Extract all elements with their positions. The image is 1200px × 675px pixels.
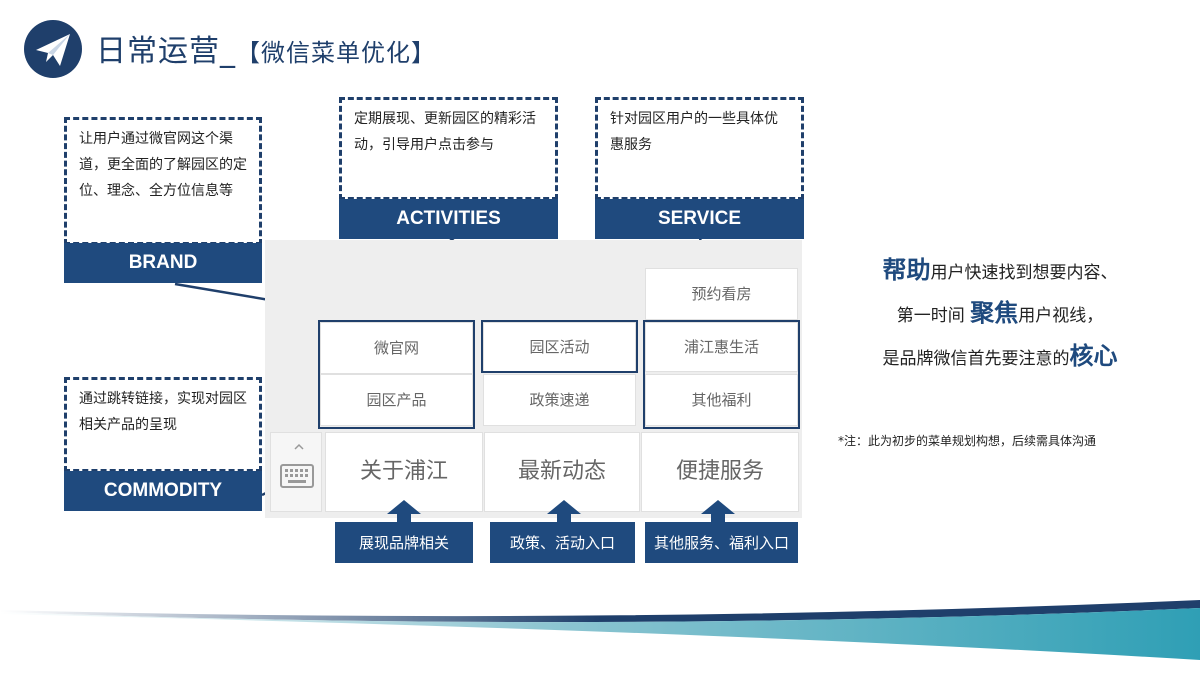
summary-line-3: 是品牌微信首先要注意的核心 bbox=[830, 336, 1170, 379]
submenu-group-activities bbox=[481, 320, 638, 373]
brand-callout-text: 让用户通过微官网这个渠道，更全面的了解园区的定位、理念、全方位信息等 bbox=[79, 131, 247, 199]
summary-line-2-rest: 用户视线， bbox=[1018, 306, 1104, 326]
submenu-item-other-benefits[interactable]: 其他福利 bbox=[645, 374, 798, 426]
activities-callout-text: 定期展现、更新园区的精彩活动，引导用户点击参与 bbox=[354, 111, 536, 153]
tab-description-services: 其他服务、福利入口 bbox=[645, 522, 798, 563]
commodity-callout-text: 通过跳转链接，实现对园区相关产品的呈现 bbox=[79, 391, 247, 433]
page-title: 日常运营_【微信菜单优化】 bbox=[96, 26, 436, 70]
submenu-item-book-viewing[interactable]: 预约看房 bbox=[645, 268, 798, 320]
summary-em-core: 核心 bbox=[1069, 342, 1118, 370]
brand-label: BRAND bbox=[64, 243, 262, 283]
service-callout-text: 针对园区用户的一些具体优惠服务 bbox=[610, 111, 778, 153]
commodity-callout-box: 通过跳转链接，实现对园区相关产品的呈现 bbox=[64, 377, 262, 472]
submenu-item-policy-express[interactable]: 政策速递 bbox=[483, 374, 636, 426]
summary-em-focus: 聚焦 bbox=[970, 299, 1019, 327]
activities-label: ACTIVITIES bbox=[339, 199, 558, 239]
tab-convenient-services[interactable]: 便捷服务 bbox=[641, 432, 799, 512]
summary-line-1-rest: 用户快速找到想要内容、 bbox=[930, 263, 1118, 283]
up-arrow-icon bbox=[547, 500, 581, 524]
commodity-label: COMMODITY bbox=[64, 471, 262, 511]
submenu-item-pujiang-life[interactable]: 浦江惠生活 bbox=[645, 322, 798, 372]
decorative-swoosh bbox=[0, 600, 1200, 660]
footnote: *注：此为初步的菜单规划构想，后续需具体沟通 bbox=[838, 434, 1097, 448]
submenu-item-park-products[interactable]: 园区产品 bbox=[320, 374, 473, 426]
service-label: SERVICE bbox=[595, 199, 804, 239]
paper-plane-logo-icon bbox=[24, 20, 82, 78]
up-arrow-icon bbox=[387, 500, 421, 524]
tab-about-pujiang[interactable]: 关于浦江 bbox=[325, 432, 483, 512]
summary-line-2: 第一时间 聚焦用户视线， bbox=[830, 293, 1170, 336]
submenu-group-service bbox=[643, 320, 800, 429]
summary-line-3-pre: 是品牌微信首先要注意的 bbox=[882, 349, 1070, 369]
summary-em-help: 帮助 bbox=[882, 256, 931, 284]
tab-description-activities: 政策、活动入口 bbox=[490, 522, 635, 563]
summary-line-2-pre: 第一时间 bbox=[896, 306, 971, 326]
service-callout-box: 针对园区用户的一些具体优惠服务 bbox=[595, 97, 804, 200]
title-main: 日常运营_ bbox=[96, 34, 236, 69]
up-arrow-icon bbox=[701, 500, 735, 524]
submenu-group-about bbox=[318, 320, 475, 429]
tab-latest-news[interactable]: 最新动态 bbox=[484, 432, 640, 512]
keyboard-toggle[interactable] bbox=[270, 432, 322, 512]
title-sub: 【微信菜单优化】 bbox=[236, 39, 436, 67]
activities-callout-box: 定期展现、更新园区的精彩活动，引导用户点击参与 bbox=[339, 97, 558, 200]
submenu-item-micro-site[interactable]: 微官网 bbox=[320, 322, 473, 374]
summary-text: 帮助用户快速找到想要内容、 第一时间 聚焦用户视线， 是品牌微信首先要注意的核心 bbox=[830, 250, 1170, 379]
submenu-item-park-activities[interactable]: 园区活动 bbox=[483, 322, 636, 372]
keyboard-icon bbox=[280, 443, 314, 488]
summary-line-1: 帮助用户快速找到想要内容、 bbox=[830, 250, 1170, 293]
brand-callout-box: 让用户通过微官网这个渠道，更全面的了解园区的定位、理念、全方位信息等 bbox=[64, 117, 262, 245]
tab-description-brand: 展现品牌相关 bbox=[335, 522, 473, 563]
